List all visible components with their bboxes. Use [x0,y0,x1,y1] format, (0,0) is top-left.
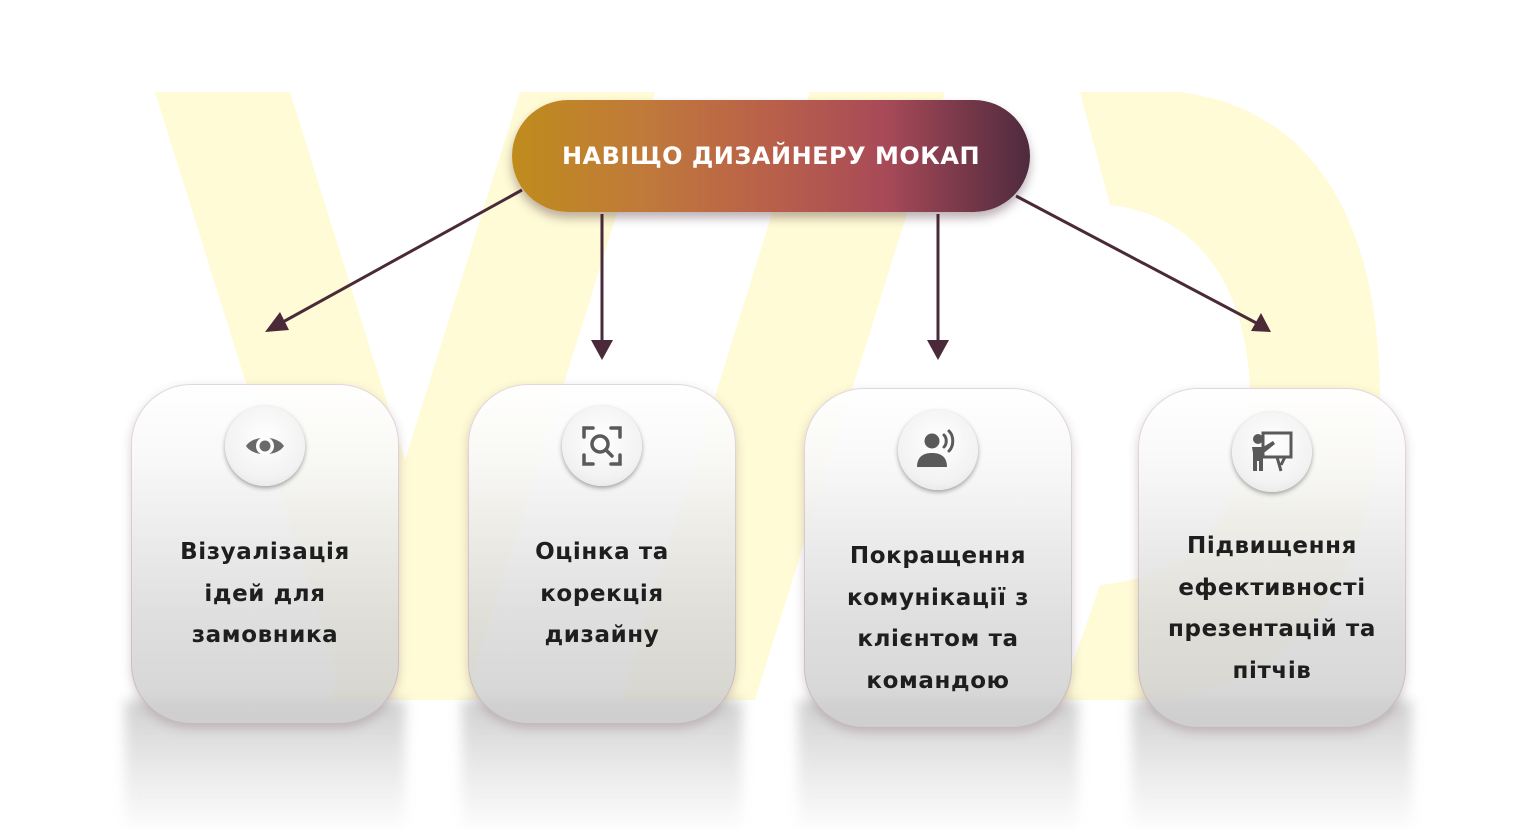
card-label: Покращення комунікації з клієнтом та ком… [846,543,1030,694]
card-communication: Покращення комунікації з клієнтом та ком… [804,388,1072,728]
card-label: Підвищення ефективності презентацій та п… [1168,533,1376,684]
card-evaluation: Оцінка та корекція дизайну [468,384,736,724]
diagram-title: НАВІЩО ДИЗАЙНЕРУ МОКАП [561,142,981,170]
presentation-icon [1232,412,1312,492]
eye-icon [225,406,305,486]
title-pill: НАВІЩО ДИЗАЙНЕРУ МОКАП [512,100,1030,212]
card-visualization: Візуалізація ідей для замовника [131,384,399,724]
card-label: Візуалізація ідей для замовника [180,539,350,648]
card-presentation: Підвищення ефективності презентацій та п… [1138,388,1406,728]
person-speaking-icon [898,410,978,490]
card-label: Оцінка та корекція дизайну [535,539,669,648]
scan-search-icon [562,406,642,486]
